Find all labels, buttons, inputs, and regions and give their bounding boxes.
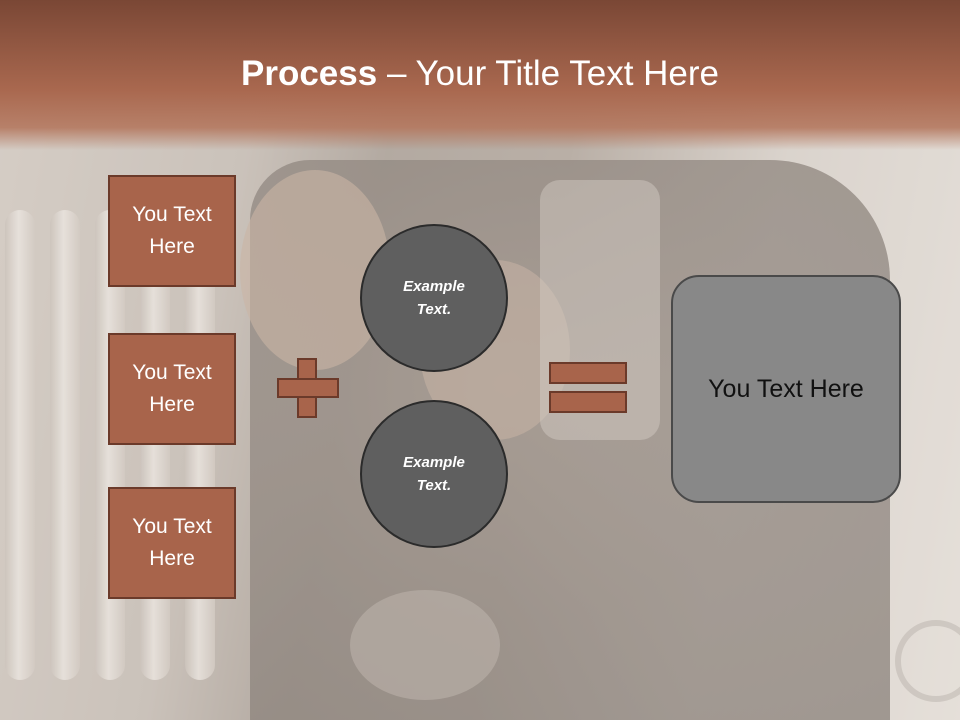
circle-label: Example Text. [403,278,465,318]
bouquet [350,590,500,700]
result-box: You Text Here [671,275,901,503]
title-band [0,0,960,150]
left-box-label: You Text Here [132,203,212,258]
slide-title: Process – Your Title Text Here [0,52,960,96]
left-box-2: You Text Here [108,333,236,445]
title-rest: – Your Title Text Here [377,54,719,93]
circle-top: Example Text. [360,224,508,372]
circle-bottom: Example Text. [360,400,508,548]
car-grille [0,200,230,720]
equals-icon-bottom-bar [549,391,627,413]
left-box-label: You Text Here [132,515,212,570]
left-box-1: You Text Here [108,175,236,287]
left-box-3: You Text Here [108,487,236,599]
plus-icon [277,358,339,420]
circle-label: Example Text. [403,454,465,494]
result-label: You Text Here [708,374,864,403]
title-bold: Process [241,54,378,93]
equals-icon-top-bar [549,362,627,384]
door-handle [895,620,960,702]
left-box-label: You Text Here [132,361,212,416]
